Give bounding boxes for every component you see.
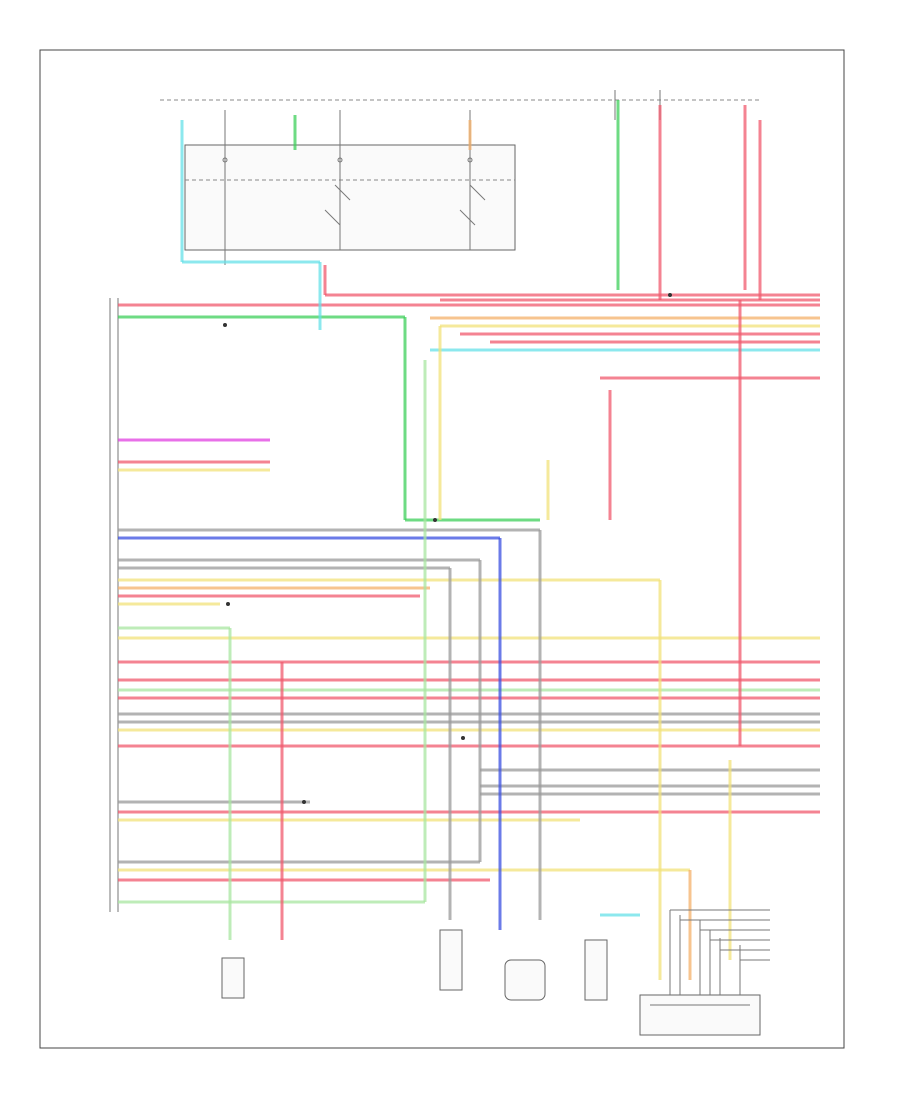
connector-block <box>639 994 761 1036</box>
diagram-frame <box>39 49 845 1049</box>
vertical-wires <box>180 100 762 980</box>
harness-lines <box>669 909 770 995</box>
splice-dots <box>223 293 672 804</box>
top-fuse-area <box>160 90 760 265</box>
switch-right <box>584 939 608 1001</box>
horizontal-wires <box>118 293 820 904</box>
sensor-center <box>439 929 463 991</box>
sensor-left <box>221 957 245 999</box>
pcm-connector-strip <box>109 298 119 912</box>
sensor-motor <box>504 959 546 1001</box>
bottom-components <box>221 929 761 1036</box>
